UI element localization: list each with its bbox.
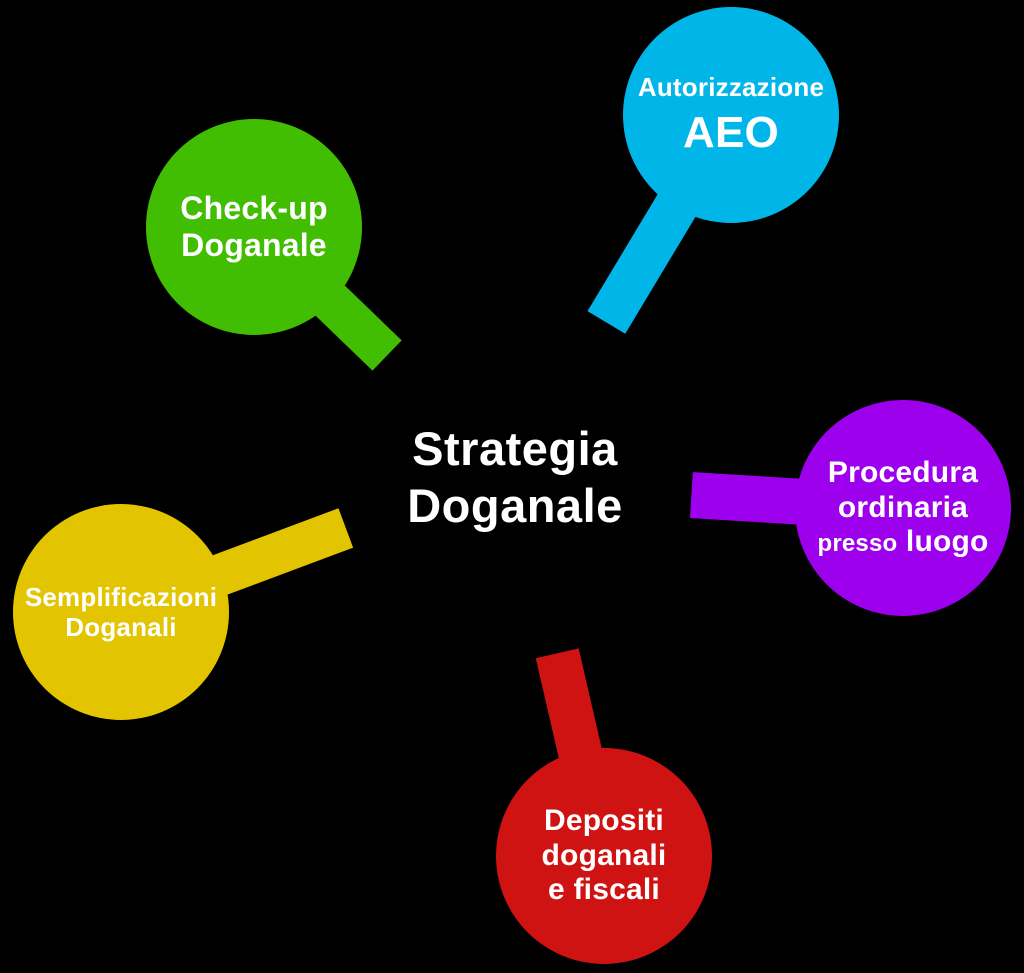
bubble-label-line: Procedura xyxy=(827,455,979,489)
bubble-label: Autorizzazione AEO xyxy=(638,72,824,157)
bubble-label-line: Doganale xyxy=(181,227,327,263)
bubble-label: Semplificazioni Doganali xyxy=(25,582,217,642)
bubble-label-line: Semplificazioni xyxy=(24,581,218,612)
bubble-label-line: e fiscali xyxy=(548,873,660,907)
bubble-semplificazioni-doganali: Semplificazioni Doganali xyxy=(13,504,229,720)
bubble-label-line: Depositi xyxy=(544,803,664,837)
bubble-autorizzazione-aeo: Autorizzazione AEO xyxy=(623,7,839,223)
central-title-line: Strategia xyxy=(412,422,618,475)
bubble-label-word: presso xyxy=(817,530,898,558)
bubble-label-line: Doganali xyxy=(65,612,177,642)
central-title-line: Doganale xyxy=(407,479,623,533)
bubble-label-line: ordinaria xyxy=(837,490,969,524)
bubble-procedura-ordinaria: Procedura ordinaria presso luogo xyxy=(795,400,1011,616)
central-topic-title: Strategia Doganale xyxy=(320,420,710,535)
bubble-label: Depositi doganali e fiscali xyxy=(542,804,667,908)
bubble-check-up-doganale: Check-up Doganale xyxy=(146,119,362,335)
bubble-label: Procedura ordinaria presso luogo xyxy=(817,456,988,560)
bubble-depositi-doganali: Depositi doganali e fiscali xyxy=(496,748,712,964)
bubble-label-word: luogo xyxy=(905,525,989,559)
bubble-label-line: Autorizzazione xyxy=(637,72,825,103)
bubble-label-line: Check-up xyxy=(180,189,328,226)
bubble-label-line: doganali xyxy=(541,838,667,872)
bubble-label: Check-up Doganale xyxy=(180,190,327,264)
bubble-label-line: AEO xyxy=(683,107,779,157)
bubble-label-line: presso luogo xyxy=(817,525,988,560)
